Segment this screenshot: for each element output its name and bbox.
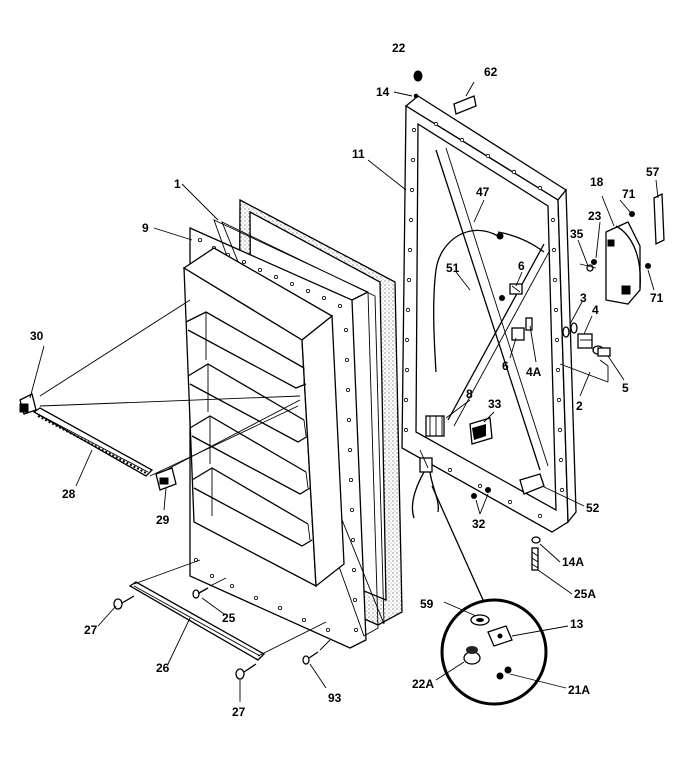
label-5: 5: [622, 381, 629, 395]
label-23: 23: [588, 209, 602, 223]
label-29: 29: [156, 513, 170, 527]
screw-71-lower: [645, 263, 651, 269]
label-33: 33: [488, 397, 502, 411]
part-labels: 22 14 62 11 47 57 18 71 23 35 1 9 51 6 3…: [30, 41, 664, 719]
label-27-lower: 27: [232, 705, 246, 719]
label-14: 14: [376, 85, 390, 99]
shelf-bins: [185, 311, 313, 547]
label-25A: 25A: [574, 587, 596, 601]
label-9: 9: [142, 221, 149, 235]
label-6-lower: 6: [502, 359, 509, 373]
label-57: 57: [646, 165, 660, 179]
label-62: 62: [484, 65, 498, 79]
screws-32: [471, 487, 491, 499]
label-25: 25: [222, 611, 236, 625]
label-4: 4: [592, 303, 599, 317]
label-13: 13: [570, 617, 584, 631]
wire-clip-59: [470, 614, 490, 626]
label-59: 59: [420, 597, 434, 611]
screw-27-lower: [235, 663, 257, 680]
label-4A: 4A: [526, 365, 542, 379]
label-22A: 22A: [412, 677, 434, 691]
clip-33: [469, 417, 493, 445]
bracket-2-line: [559, 363, 609, 383]
label-11: 11: [352, 147, 365, 161]
hinge-pin-25A: [531, 536, 541, 571]
screw-25: [192, 587, 209, 599]
label-18: 18: [590, 175, 604, 189]
cap-22: [413, 70, 423, 82]
tag-57: [653, 192, 665, 246]
hinge-pin-assembly: [562, 322, 611, 357]
label-14A: 14A: [562, 555, 584, 569]
label-21A: 21A: [568, 683, 590, 697]
label-27-upper: 27: [84, 623, 98, 637]
label-93: 93: [328, 691, 342, 705]
screw-23: [591, 259, 597, 265]
grommet-22A: [463, 646, 481, 665]
label-47: 47: [476, 185, 490, 199]
label-51: 51: [446, 261, 460, 275]
screw-71-upper: [629, 211, 635, 217]
hinge-bracket-6-upper: [509, 283, 523, 295]
label-35: 35: [570, 227, 584, 241]
detail-circle: [440, 598, 548, 706]
screw-21A: [496, 666, 512, 680]
label-6-upper: 6: [518, 259, 525, 273]
handle-bracket-30: [19, 393, 37, 415]
frame-holes: [193, 237, 358, 633]
label-71-lower: 71: [650, 291, 664, 305]
screw-93: [302, 651, 319, 665]
label-2: 2: [576, 399, 583, 413]
screw-14: [413, 93, 419, 99]
label-8: 8: [466, 387, 473, 401]
handle-bracket-29: [155, 467, 177, 491]
screw-icon: [499, 295, 505, 301]
cabinet-holes: [403, 121, 565, 519]
label-52: 52: [586, 501, 600, 515]
label-22: 22: [392, 41, 406, 55]
label-28: 28: [62, 487, 76, 501]
leader-lines: [29, 91, 659, 702]
switch-assembly-8: [425, 415, 445, 437]
label-3: 3: [580, 291, 587, 305]
door-liner-shelves: [182, 247, 345, 588]
plug-62: [453, 95, 477, 115]
label-32: 32: [472, 517, 486, 531]
label-30: 30: [30, 329, 44, 343]
label-71-upper: 71: [622, 187, 636, 201]
wiring-harness: [411, 457, 493, 621]
handle-rod-26: [128, 581, 266, 661]
terminal-13: [487, 625, 513, 647]
handle-bar-28: [32, 407, 154, 477]
latch-52: [519, 473, 545, 495]
hinge-cover-18: [605, 221, 641, 305]
label-26: 26: [156, 661, 170, 675]
label-1: 1: [174, 177, 181, 191]
screw-27-upper: [113, 595, 135, 610]
hinge-bracket-6-lower: [511, 317, 533, 341]
